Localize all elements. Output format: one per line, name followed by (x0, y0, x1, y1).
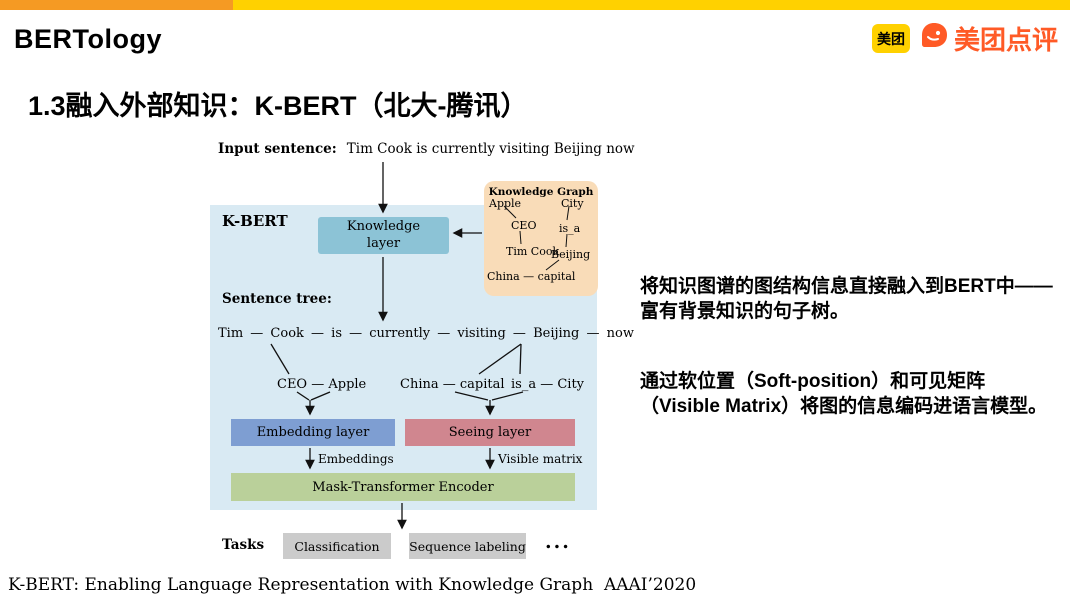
notes-paragraph-1: 将知识图谱的图结构信息直接融入到BERT中——富有背景知识的句子树。 (640, 276, 1053, 322)
knowledge-layer-box: Knowledge layer (318, 217, 449, 254)
brand-name: 美团点评 (953, 25, 1058, 55)
app-title: BERTology (14, 24, 162, 54)
kg-node-china-capital: China — capital (487, 270, 576, 283)
top-stripe-yellow (233, 0, 1070, 10)
kg-node-is-a: is_a (559, 222, 581, 235)
tasks-ellipsis: ... (545, 531, 571, 553)
mask-transformer-encoder-box: Mask-Transformer Encoder (231, 473, 575, 501)
task-sequence-labeling-box: Sequence labeling (409, 533, 526, 559)
tasks-label: Tasks (222, 537, 265, 553)
dianping-logo-icon (919, 21, 949, 56)
kg-node-tim-cook: Tim Cook (506, 245, 560, 258)
sentence-tree-label: Sentence tree: (222, 291, 332, 307)
embedding-layer-box: Embedding layer (231, 419, 395, 446)
kg-node-beijing: Beijing (551, 248, 591, 261)
input-sentence-text: Tim Cook is currently visiting Beijing n… (346, 141, 635, 157)
task-classification-box: Classification (283, 533, 391, 559)
knowledge-graph-title: Knowledge Graph (488, 186, 594, 198)
embeddings-label: Embeddings (318, 452, 394, 466)
notes-paragraph-2: 通过软位置（Soft-position）和可见矩阵（Visible Matrix… (640, 371, 1048, 417)
tree-branch-isa-city: is_a — City (511, 377, 585, 392)
input-sentence-line: Input sentence: Tim Cook is currently vis… (218, 141, 635, 157)
knowledge-layer-label: Knowledge layer (346, 219, 421, 251)
brand-area: 美团 美团点评 (871, 20, 1058, 57)
seeing-layer-box: Seeing layer (405, 419, 575, 446)
meituan-badge: 美团 (871, 24, 910, 53)
slide-title: 1.3融入外部知识：K-BERT（北大-腾讯） (28, 91, 528, 121)
kg-node-city: City (561, 197, 584, 210)
kbert-label: K-BERT (222, 212, 288, 230)
kg-node-ceo: CEO (511, 219, 537, 232)
sentence-tree-main-row: Tim — Cook — is — currently — visiting —… (218, 326, 634, 341)
visible-matrix-label: Visible matrix (498, 452, 583, 466)
dianping-brand: 美团点评 (919, 20, 1058, 57)
tree-branch-ceo-apple: CEO — Apple (277, 377, 367, 392)
top-stripe-orange (0, 0, 233, 10)
tree-branch-china-capital: China — capital (400, 377, 505, 392)
input-sentence-label: Input sentence: (218, 141, 337, 157)
slide-caption: K-BERT: Enabling Language Representation… (8, 575, 697, 595)
kg-node-apple: Apple (489, 197, 522, 210)
knowledge-graph-box: Knowledge Graph Apple City CEO is_a Tim … (484, 181, 598, 296)
